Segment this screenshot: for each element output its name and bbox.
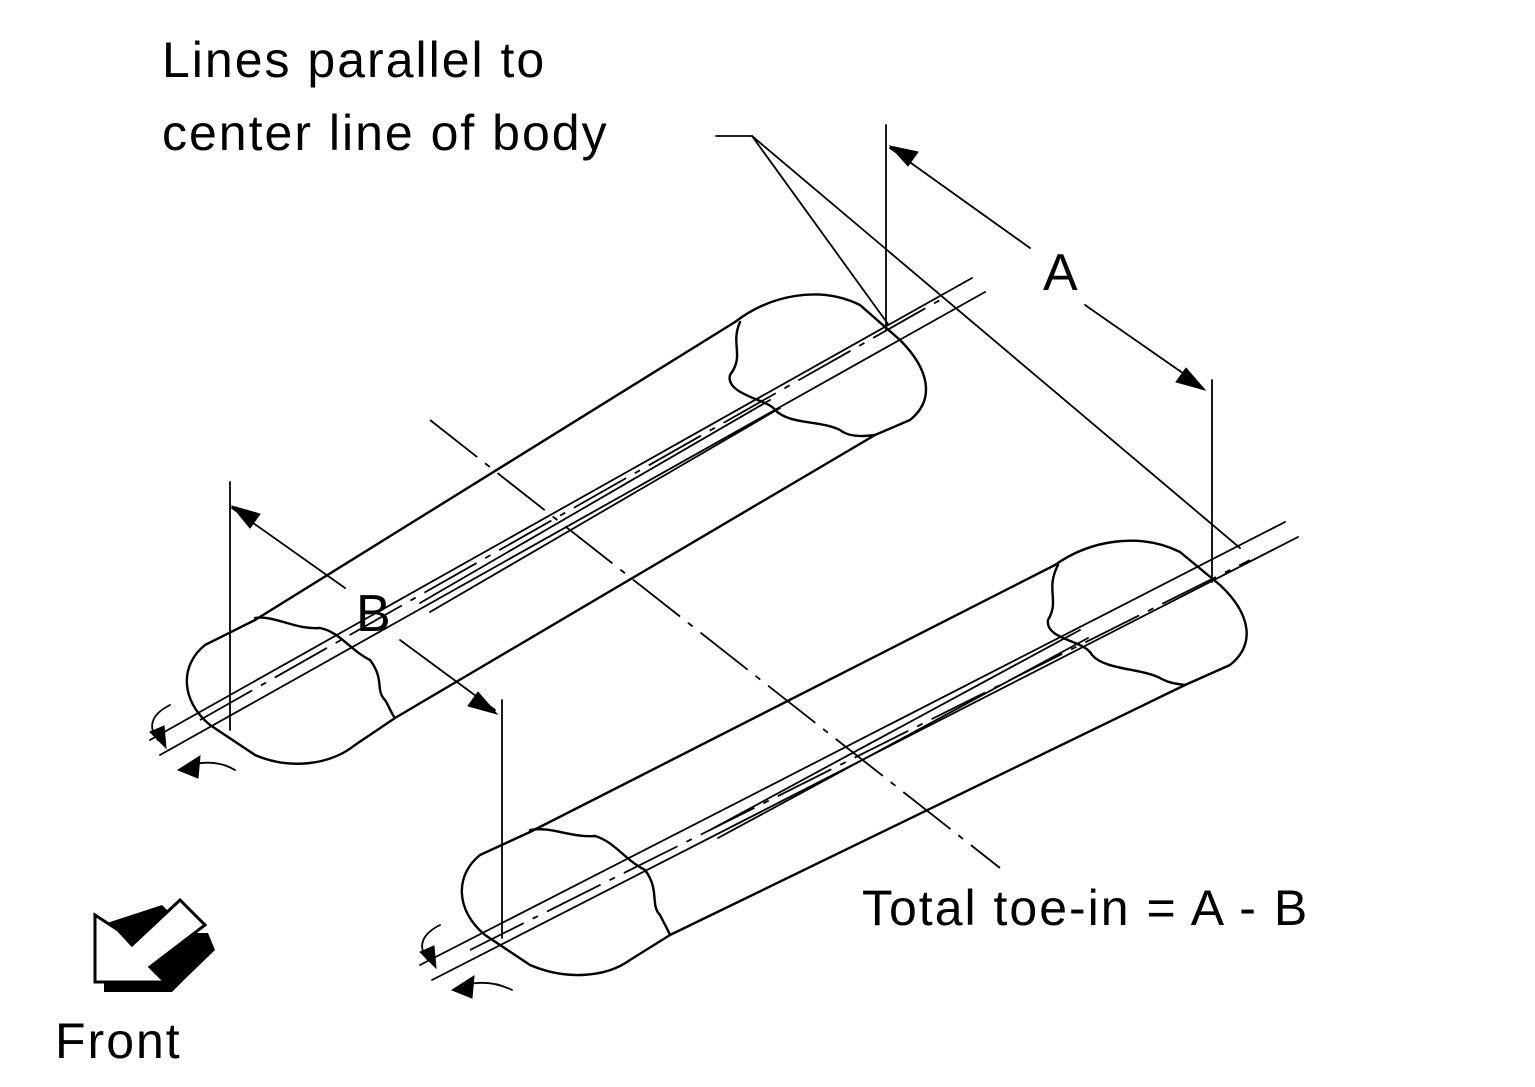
dimension-a-label: A (1043, 244, 1078, 302)
parallel-lines-label-line2: center line of body (162, 105, 609, 161)
front-direction-arrow-icon (93, 897, 215, 992)
dimension-b-line (230, 505, 499, 715)
front-label: Front (55, 1013, 182, 1069)
car-center-line (429, 419, 1001, 869)
rotation-arrows (149, 704, 513, 999)
left-tire (149, 277, 986, 765)
dimension-a-line (888, 145, 1207, 391)
parallel-lines-label-line1: Lines parallel to (162, 32, 546, 88)
parallel-lines-leader (715, 135, 1241, 549)
reference-verticals (229, 124, 1213, 939)
total-toe-in-formula: Total toe-in = A - B (862, 880, 1309, 936)
right-tire (419, 521, 1299, 981)
